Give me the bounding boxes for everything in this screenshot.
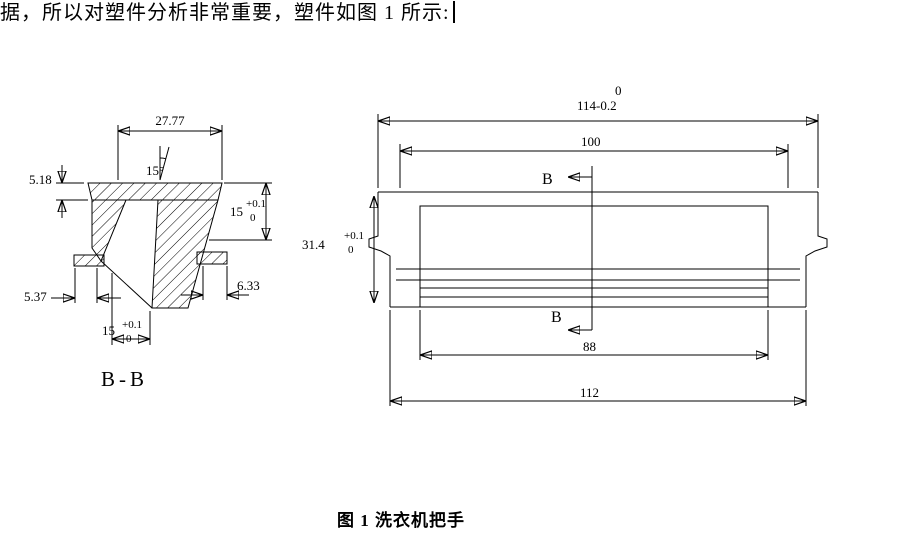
dim-wall-label: 5.18 xyxy=(29,172,52,187)
section-hatched-body xyxy=(73,182,228,309)
dim-depth-bottom: 15 +0.1 0 xyxy=(102,273,151,345)
section-letter-top: B xyxy=(542,171,553,188)
dim-depth-bottom-tol-lower: 0 xyxy=(126,333,132,345)
dim-top-width-label: 27.77 xyxy=(155,113,185,128)
dim-height-tol-upper: +0.1 xyxy=(344,230,364,242)
dim-height: 31.4 +0.1 0 xyxy=(302,196,374,303)
handle-outline xyxy=(368,191,828,308)
dim-inner-top: 100 xyxy=(399,134,789,188)
figure-caption[interactable]: 图 1 洗衣机把手 xyxy=(337,511,465,530)
dim-outer-bottom: 112 xyxy=(389,310,807,406)
front-view: B B 0 114-0.2 100 31.4 +0.1 0 xyxy=(302,83,828,406)
dim-depth-right-tol-upper: +0.1 xyxy=(246,198,266,210)
dim-inner-bottom-label: 88 xyxy=(583,339,596,354)
dim-depth-right-tol-lower: 0 xyxy=(250,212,256,224)
dim-overall-width-label: 114-0.2 xyxy=(577,98,617,113)
document-paragraph[interactable]: 据，所以对塑件分析非常重要，塑件如图 1 所示: xyxy=(0,0,455,25)
dim-height-tol-lower: 0 xyxy=(348,244,354,256)
dim-top-width: 27.77 xyxy=(117,113,223,180)
dim-depth-right: 15 +0.1 0 xyxy=(209,182,272,241)
angle-construction: 15° xyxy=(146,146,170,181)
dim-flange-right: 6.33 xyxy=(181,266,260,300)
dim-outer-bottom-label: 112 xyxy=(580,385,599,400)
dim-depth-bottom-value: 15 xyxy=(102,323,115,338)
section-letter-bottom: B xyxy=(551,309,562,326)
dim-overall-width-tol-upper: 0 xyxy=(615,83,622,98)
text-cursor xyxy=(452,1,455,23)
dim-flange-left: 5.37 xyxy=(24,268,121,304)
section-view-label: B-B xyxy=(101,367,148,391)
paragraph-text: 据，所以对塑件分析非常重要，塑件如图 1 所示: xyxy=(0,2,450,24)
dim-flange-left-label: 5.37 xyxy=(24,289,47,304)
dim-inner-bottom: 88 xyxy=(419,310,769,360)
section-view-bb: 15° 27.77 5.18 5.37 xyxy=(24,113,272,391)
dim-height-value: 31.4 xyxy=(302,237,325,252)
dim-depth-right-value: 15 xyxy=(230,204,243,219)
dim-wall-thickness: 5.18 xyxy=(29,165,88,218)
dim-overall-width: 0 114-0.2 xyxy=(377,83,819,188)
section-cut-line: B B xyxy=(542,166,593,330)
dim-inner-top-label: 100 xyxy=(581,134,601,149)
dim-flange-right-label: 6.33 xyxy=(237,278,260,293)
dim-angle-label: 15° xyxy=(146,163,164,178)
dim-depth-bottom-tol-upper: +0.1 xyxy=(122,319,142,331)
